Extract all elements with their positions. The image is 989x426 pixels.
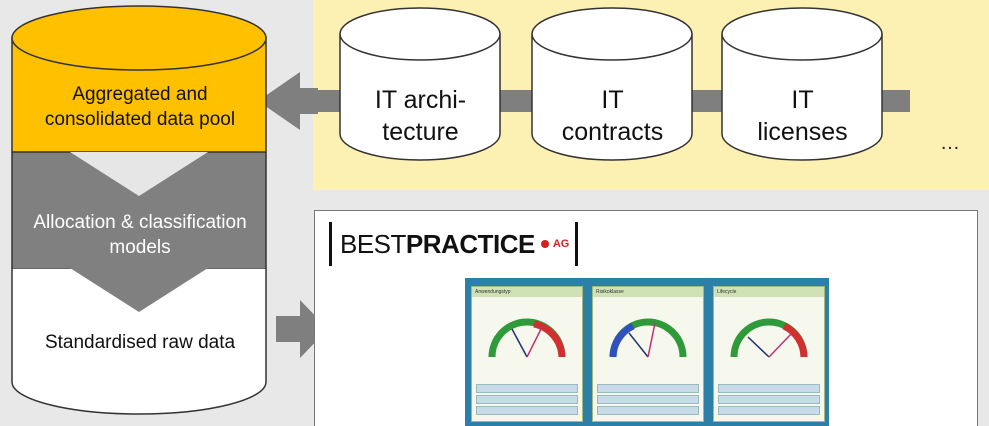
source-architecture-label: IT archi- tecture <box>374 86 467 146</box>
logo-bar-left <box>329 222 332 266</box>
dashboard-panel: Anwendungstyp <box>471 286 583 422</box>
logo-text-best: BEST <box>340 228 406 259</box>
gauge-icon <box>609 318 687 358</box>
dashboard-panel-title: Anwendungstyp <box>472 287 582 297</box>
left-arrow-icon <box>258 72 318 130</box>
database-icon <box>339 7 501 161</box>
logo-text-ag: AG <box>552 238 570 250</box>
dashboard-panel-title: Risikoklasse <box>593 287 703 297</box>
data-pool-stack <box>11 5 267 415</box>
database-icon <box>721 7 883 161</box>
dashboard-panel: Risikoklasse <box>592 286 704 422</box>
source-licenses-label: IT licenses <box>757 86 848 146</box>
allocation-models-label: Allocation & classification models <box>33 212 247 258</box>
logo-dot-icon <box>540 240 549 248</box>
right-arrow-icon <box>276 300 328 358</box>
raw-data-label: Standardised raw data <box>44 332 236 353</box>
logo-text-practice: PRACTICE <box>405 228 535 259</box>
aggregated-pool-label: Aggregated and consolidated data pool <box>44 84 236 130</box>
source-contracts-label: IT contracts <box>561 86 664 146</box>
logo-bar-right <box>575 222 579 266</box>
database-icon <box>531 7 693 161</box>
more-sources-ellipsis: … <box>940 132 960 154</box>
dashboard-panel: Lifecycle <box>713 286 825 422</box>
gauge-icon <box>730 318 808 358</box>
dashboard-panel-title: Lifecycle <box>714 287 824 297</box>
bestpractice-logo: BEST PRACTICE AG <box>329 219 579 269</box>
dashboard-screenshot: Anwendungstyp Risikoklasse Lifecycle <box>465 278 829 426</box>
gauge-icon <box>488 318 566 358</box>
